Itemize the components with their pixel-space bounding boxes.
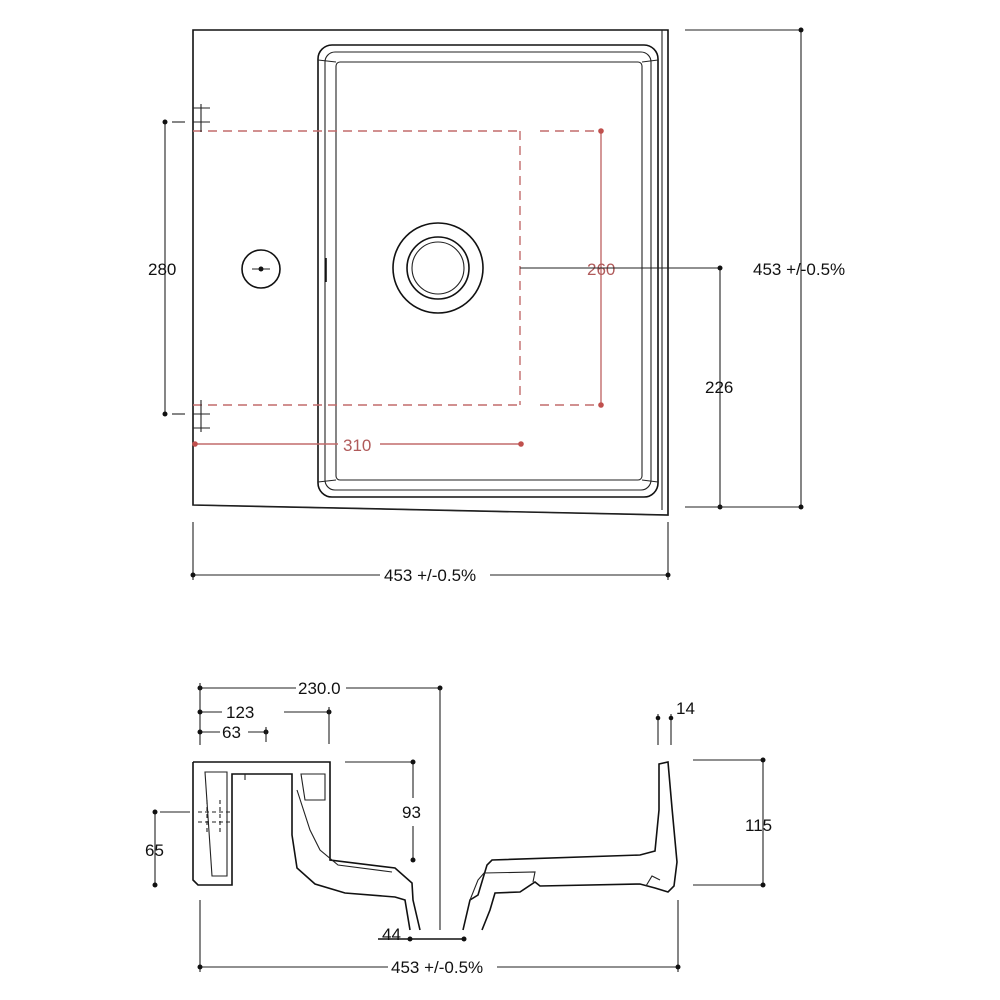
dim-tap-offset-label: 63 [222,723,241,742]
dim-outlet-label: 44 [382,925,401,944]
dim-wall-thickness-label: 14 [676,699,695,718]
dim-section-width: 453 +/-0.5% [197,900,681,977]
dim-bowl-depth-label: 93 [402,803,421,822]
dim-section-width-label: 453 +/-0.5% [391,958,483,977]
dim-cutout-width-label: 310 [343,436,371,455]
dim-total-height: 115 [693,757,772,888]
dim-bowl-depth: 93 [345,759,421,863]
dim-overflow-height-label: 65 [145,841,164,860]
dim-total-height-label: 115 [745,816,772,835]
section-view: 230.0 123 63 65 [145,679,772,977]
dim-drain-offset: 226 [520,265,733,510]
dim-inner-height-label: 260 [587,260,615,279]
section-right-wall [462,761,678,931]
drain-outlet [392,222,484,314]
dim-overall-width-label: 453 +/-0.5% [384,566,476,585]
dim-drain-center: 230.0 [197,679,443,930]
section-left-wall [192,762,411,931]
dim-tap-center: 123 [197,703,332,744]
dim-cutout-width: 310 [192,436,524,455]
tap-hole [241,249,281,289]
dim-tap-offset: 63 [197,723,269,742]
dim-overall-depth: 453 +/-0.5% [685,27,845,510]
dim-overflow-height: 65 [145,809,190,888]
bowl-outline [317,44,659,498]
dim-tap-center-label: 123 [226,703,254,722]
dim-drain-offset-label: 226 [705,378,733,397]
dim-cutout-height: 280 [148,104,210,432]
dim-wall-thickness: 14 [655,699,695,745]
overflow-marker [198,800,232,832]
dim-drain-center-label: 230.0 [298,679,341,698]
dim-overall-depth-label: 453 +/-0.5% [753,260,845,279]
top-view: 260 310 280 [148,27,845,585]
dim-cutout-height-label: 280 [148,260,176,279]
dim-outlet: 44 [378,925,467,944]
dim-overall-width: 453 +/-0.5% [190,522,671,585]
